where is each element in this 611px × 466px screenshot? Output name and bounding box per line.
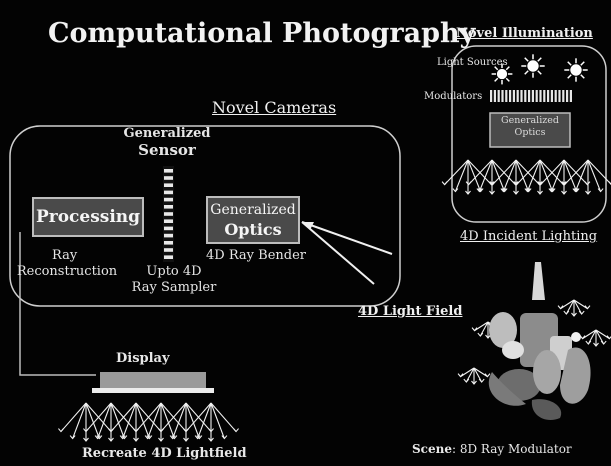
ray-fan bbox=[183, 402, 239, 442]
ray-fan bbox=[561, 159, 611, 195]
novel-cameras-heading: Novel Cameras bbox=[212, 98, 337, 117]
scene-objects bbox=[488, 262, 591, 420]
light-field-label: 4D Light Field bbox=[358, 304, 463, 319]
ray-reconstruction-line1: Ray bbox=[52, 248, 78, 263]
light-source-icon bbox=[521, 54, 545, 78]
novel-illumination-frame bbox=[451, 45, 607, 223]
ray-fan bbox=[489, 159, 543, 195]
scene-label: Scene: 8D Ray Modulator bbox=[412, 442, 572, 456]
sensor-strip bbox=[163, 166, 174, 262]
scene-label-bold: Scene bbox=[412, 442, 452, 456]
ray-bender-label: 4D Ray Bender bbox=[206, 248, 306, 263]
camera-optics-box bbox=[206, 196, 300, 244]
camera-optics-line2: Optics bbox=[224, 220, 282, 239]
incident-lighting-caption: 4D Incident Lighting bbox=[460, 229, 598, 244]
camera-optics-line1: Generalized bbox=[210, 202, 296, 218]
illumination-optics-box bbox=[489, 112, 571, 148]
ray-sampler-line2: Ray Sampler bbox=[131, 280, 217, 295]
ray-fan bbox=[441, 159, 495, 195]
camera-optics-label: Generalized Optics bbox=[207, 201, 299, 239]
sensor-label-line1: Generalized bbox=[123, 126, 211, 141]
ray-sampler-line1: Upto 4D bbox=[146, 264, 202, 279]
modulator-bars bbox=[490, 90, 572, 102]
light-sources-label: Light Sources bbox=[437, 57, 508, 68]
processing-label: Processing bbox=[35, 207, 141, 227]
processing-box bbox=[32, 197, 144, 237]
novel-cameras-frame bbox=[9, 125, 401, 307]
ray-sampler-label: Upto 4D Ray Sampler bbox=[118, 264, 230, 296]
ray-fan bbox=[557, 299, 591, 317]
sensor-label-line2: Sensor bbox=[138, 141, 196, 159]
ray-fan bbox=[537, 159, 591, 195]
ray-fan bbox=[513, 159, 567, 195]
display-panel bbox=[100, 372, 206, 388]
scene-label-rest: : 8D Ray Modulator bbox=[451, 442, 572, 456]
ray-fan bbox=[465, 159, 519, 195]
illumination-optics-line2: Optics bbox=[514, 127, 546, 138]
light-source-icon bbox=[491, 63, 513, 85]
ray-fan bbox=[579, 329, 611, 347]
display-label: Display bbox=[116, 351, 170, 366]
illumination-optics-line1: Generalized bbox=[501, 115, 559, 126]
sensor-label: Generalized Sensor bbox=[112, 126, 222, 158]
modulators-label: Modulators bbox=[424, 91, 483, 102]
light-source-icon bbox=[564, 58, 588, 82]
light-field-rays bbox=[301, 221, 393, 285]
illumination-optics-label: Generalized Optics bbox=[490, 115, 570, 139]
light-source-icons bbox=[491, 54, 588, 85]
ray-fan bbox=[133, 402, 189, 442]
ray-reconstruction-line2: Reconstruction bbox=[16, 264, 118, 279]
display-base bbox=[92, 388, 214, 393]
ray-fan bbox=[457, 367, 491, 385]
reconstruction-path bbox=[19, 232, 96, 376]
novel-illumination-heading: Novel Illumination bbox=[456, 26, 593, 41]
ray-reconstruction-label: Ray Reconstruction bbox=[4, 248, 130, 280]
display-caption: Recreate 4D Lightfield bbox=[82, 446, 247, 461]
slide-title: Computational Photography bbox=[48, 18, 476, 49]
